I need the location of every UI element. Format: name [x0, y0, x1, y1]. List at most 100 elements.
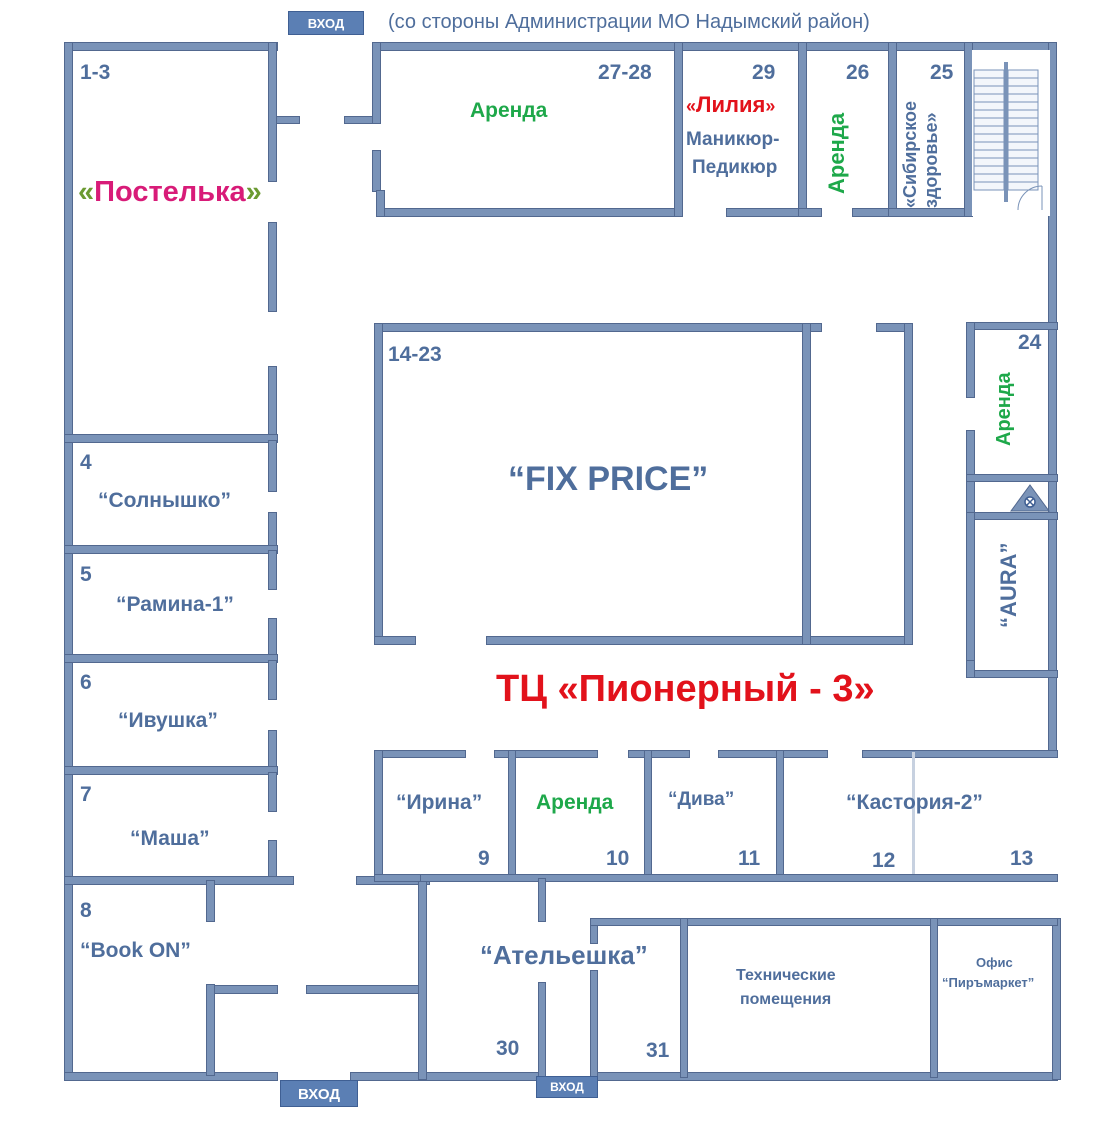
room-14-23-number: 14-23 — [388, 343, 442, 366]
fixprice-bottom-b — [486, 636, 912, 645]
vestibule-right-a — [372, 42, 381, 124]
wall-lobby-right — [418, 880, 427, 1080]
block-top-b — [538, 878, 546, 922]
wall-6-bottom — [64, 766, 278, 775]
office-line-2[interactable]: “Пиръмаркет” — [942, 975, 1035, 990]
room-14-23-name[interactable]: “FIX PRICE” — [508, 460, 709, 498]
room-1-3-name-text: Постелька — [94, 176, 246, 208]
row9-top-e — [862, 750, 1058, 758]
room-11-number: 11 — [738, 847, 761, 870]
block-top — [420, 874, 1058, 882]
room-1-3-name[interactable]: «Постелька» — [78, 178, 262, 207]
wall-24-top — [966, 322, 1058, 330]
wall-8-right-b — [206, 984, 215, 1076]
room-4-name[interactable]: “Солнышко” — [98, 489, 231, 512]
room-10-number: 10 — [606, 847, 630, 870]
row9-top-b — [494, 750, 598, 758]
wall-lobby-mid-a — [214, 985, 278, 994]
room-27-28-name[interactable]: Аренда — [470, 99, 548, 122]
entrance-top-badge[interactable]: ВХОД — [288, 11, 364, 35]
outer-wall-bottom-left — [64, 1072, 278, 1081]
room-30-name[interactable]: “Ательешка” — [480, 940, 648, 970]
room-31-number: 31 — [646, 1039, 670, 1062]
wall-aura-left — [966, 512, 975, 662]
room-5-name[interactable]: “Рамина-1” — [116, 593, 234, 616]
room-12-number: 12 — [872, 849, 896, 872]
fixprice-left — [374, 323, 383, 645]
room-27-28-number: 27-28 — [598, 61, 652, 84]
room-9-number: 9 — [478, 847, 490, 870]
fixprice-bottom-a — [374, 636, 416, 645]
wall-29-right — [798, 42, 807, 217]
room-13-number: 13 — [1010, 847, 1034, 870]
room-25-number: 25 — [930, 61, 954, 84]
row9-top-a — [374, 750, 466, 758]
row9-div-11 — [644, 750, 652, 882]
vestibule-right-b — [372, 150, 381, 192]
tech-rooms-line-2: помещения — [740, 991, 832, 1008]
wall-hydrant-bottom — [966, 512, 1058, 520]
entrance-bottom-mid-badge[interactable]: ВХОД — [536, 1076, 598, 1098]
tech-rooms-line-1: Технические — [736, 967, 836, 984]
mall-title: ТЦ «Пионерный - 3» — [496, 668, 875, 710]
wall-4-bottom — [64, 545, 278, 554]
room-9-name[interactable]: “Ирина” — [396, 791, 483, 814]
room-29-name[interactable]: «Лилия» — [686, 94, 775, 116]
wall-1-3-right-a — [268, 42, 277, 182]
room-12-name[interactable]: “Кастория-2” — [846, 791, 983, 814]
room-10-name[interactable]: Аренда — [536, 791, 614, 814]
wall-25-bottom — [888, 208, 972, 217]
block-31-left-b — [590, 970, 598, 1080]
fixprice-divider — [802, 323, 811, 645]
room-25-line-2: здоровье» — [920, 112, 941, 208]
wall-8-right-a — [206, 880, 215, 922]
room-24-number: 24 — [1018, 331, 1042, 354]
block-tech-left — [680, 918, 688, 1078]
wall-27-bottom — [376, 208, 682, 217]
outer-wall-bottom-mid — [350, 1072, 542, 1081]
outer-wall-right-lower — [1052, 918, 1061, 1080]
room-6-name[interactable]: “Ивушка” — [118, 709, 218, 732]
room-8-number: 8 — [80, 899, 92, 922]
room-11-name[interactable]: “Дива” — [668, 789, 735, 810]
fire-hydrant-icon — [1010, 484, 1050, 512]
fixprice-right — [904, 323, 913, 645]
block-inner-top — [590, 918, 1058, 926]
room-26-number: 26 — [846, 61, 870, 84]
fixprice-top — [374, 323, 822, 332]
entrance-bottom-left-badge[interactable]: ВХОД — [280, 1080, 358, 1107]
room-1-3-quote-open: « — [78, 176, 95, 208]
block-30-right-a — [538, 982, 546, 1080]
wall-lobby-mid-b — [306, 985, 424, 994]
room-29-service-1: Маникюр- — [686, 129, 780, 150]
office-line-1: Офис — [976, 955, 1013, 970]
room-29-name-text: Лилия — [696, 92, 766, 117]
outer-wall-bottom-right — [590, 1072, 1058, 1081]
room-aura-name[interactable]: “AURA” — [996, 542, 1021, 628]
room-30-number: 30 — [496, 1037, 520, 1060]
room-1-3-quote-close: » — [245, 176, 262, 208]
room-1-3-number: 1-3 — [80, 61, 111, 84]
room-7-name[interactable]: “Маша” — [130, 827, 210, 850]
stairs-icon — [972, 50, 1050, 216]
wall-aura-left-stub — [966, 660, 975, 678]
wall-1-3-bottom — [64, 434, 278, 443]
wall-26-bottom — [798, 208, 822, 217]
row9-div-13 — [912, 752, 915, 874]
room-4-number: 4 — [80, 451, 92, 474]
row9-div-10 — [508, 750, 516, 882]
room-26-name[interactable]: Аренда — [824, 112, 849, 194]
room-8-name[interactable]: “Book ON” — [80, 939, 191, 962]
wall-5-right — [268, 550, 277, 590]
room-25-line-1: «Сибирское — [900, 100, 920, 208]
wall-1-3-right-b — [268, 222, 277, 312]
room-7-number: 7 — [80, 783, 92, 806]
outer-wall-top-mid — [372, 42, 968, 51]
wall-29-bottom — [726, 208, 806, 217]
room-24-name[interactable]: Аренда — [993, 372, 1015, 446]
wall-24-left — [966, 322, 975, 398]
room-5-number: 5 — [80, 563, 92, 586]
room-25-name[interactable]: «Сибирское здоровье» — [900, 101, 941, 208]
row9-top-d — [718, 750, 828, 758]
